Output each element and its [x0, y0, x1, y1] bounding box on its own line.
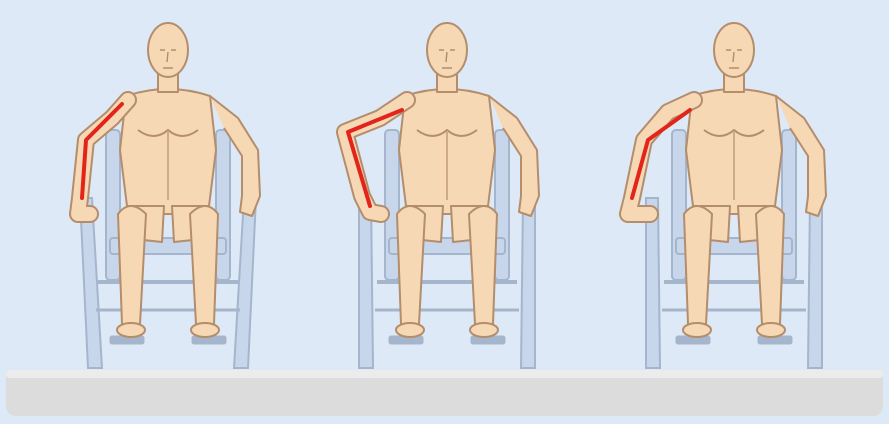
- wheelchair-back-post-left: [385, 130, 399, 280]
- wheelchair-wheel-right: [521, 198, 535, 368]
- leg-right: [397, 206, 425, 324]
- foot-left: [191, 323, 219, 337]
- wheelchair-wheel-left: [646, 198, 660, 368]
- leg-left: [756, 206, 784, 324]
- wheelchair-back-post-right: [782, 130, 796, 280]
- leg-left: [190, 206, 218, 324]
- wheelchair-back-post-left: [672, 130, 686, 280]
- wheelchair-back-post-right: [495, 130, 509, 280]
- wheelchair-wheel-left: [359, 198, 373, 368]
- wheelchair-back-post-left: [106, 130, 120, 280]
- leg-left: [469, 206, 497, 324]
- leg-right: [118, 206, 146, 324]
- wheelchair-wheel-right: [808, 198, 822, 368]
- foot-left: [470, 323, 498, 337]
- head: [148, 23, 188, 77]
- foot-right: [117, 323, 145, 337]
- floor-highlight: [6, 370, 883, 378]
- foot-right: [683, 323, 711, 337]
- foot-left: [757, 323, 785, 337]
- head: [427, 23, 467, 77]
- foot-right: [396, 323, 424, 337]
- wheelchair-back-post-right: [216, 130, 230, 280]
- head: [714, 23, 754, 77]
- leg-right: [684, 206, 712, 324]
